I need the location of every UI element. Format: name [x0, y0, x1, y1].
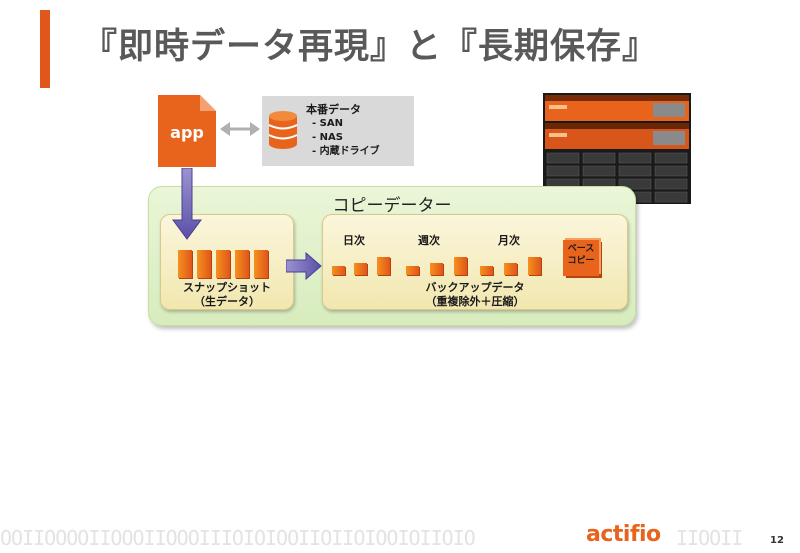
slide-title: 『即時データ再現』と『長期保存』 — [82, 27, 659, 67]
double-arrow-icon — [220, 122, 260, 136]
binary-pattern: OOIIOOOOIIOOOIIOOOIIIOIOIOOIIOIIOIOOIOII… — [0, 526, 476, 550]
snapshot-block — [254, 250, 268, 278]
production-data-list: - SAN - NAS - 内蔵ドライブ — [312, 117, 380, 159]
backup-block — [377, 257, 390, 275]
title-accent-bar — [40, 10, 50, 88]
backup-block — [528, 257, 541, 275]
app-file-icon: app — [158, 95, 216, 167]
snapshot-block — [216, 250, 230, 278]
actifio-logo: actifio — [586, 522, 661, 547]
snapshot-label: スナップショット （生データ） — [160, 281, 294, 309]
backup-block — [332, 266, 345, 275]
database-icon — [268, 111, 298, 149]
backup-block — [354, 263, 367, 275]
period-daily: 日次 — [343, 234, 365, 247]
snapshot-label-line2: （生データ） — [194, 295, 260, 308]
snapshot-block — [197, 250, 211, 278]
right-arrow-icon — [286, 252, 322, 280]
base-copy-line1: ベース — [567, 244, 595, 254]
period-weekly: 週次 — [418, 234, 440, 247]
snapshot-block — [235, 250, 249, 278]
base-copy-line2: コピー — [567, 256, 595, 266]
base-copy-label: ベース コピー — [563, 243, 599, 267]
production-data-title: 本番データ — [306, 103, 361, 116]
storage-item-nas: - NAS — [312, 132, 343, 143]
backup-block — [480, 266, 493, 275]
backup-label: バックアップデータ （重複除外＋圧縮） — [322, 281, 628, 309]
storage-item-san: - SAN — [312, 118, 343, 129]
base-copy-cube: ベース コピー — [563, 240, 599, 276]
production-data-box: 本番データ - SAN - NAS - 内蔵ドライブ — [262, 96, 414, 166]
down-arrow-icon — [172, 168, 202, 240]
backup-label-line2: （重複除外＋圧縮） — [425, 295, 525, 308]
app-label: app — [170, 123, 204, 142]
copy-data-title: コピーデーター — [332, 196, 452, 216]
binary-pattern-right: IIOOII — [676, 526, 743, 550]
period-monthly: 月次 — [498, 234, 520, 247]
page-number: 12 — [770, 535, 784, 546]
backup-block — [406, 266, 419, 275]
backup-block — [430, 263, 443, 275]
storage-item-internal: - 内蔵ドライブ — [312, 146, 380, 157]
backup-label-line1: バックアップデータ — [425, 281, 525, 294]
backup-block — [454, 257, 467, 275]
snapshot-block — [178, 250, 192, 278]
snapshot-label-line1: スナップショット — [183, 281, 271, 294]
backup-block — [504, 263, 517, 275]
